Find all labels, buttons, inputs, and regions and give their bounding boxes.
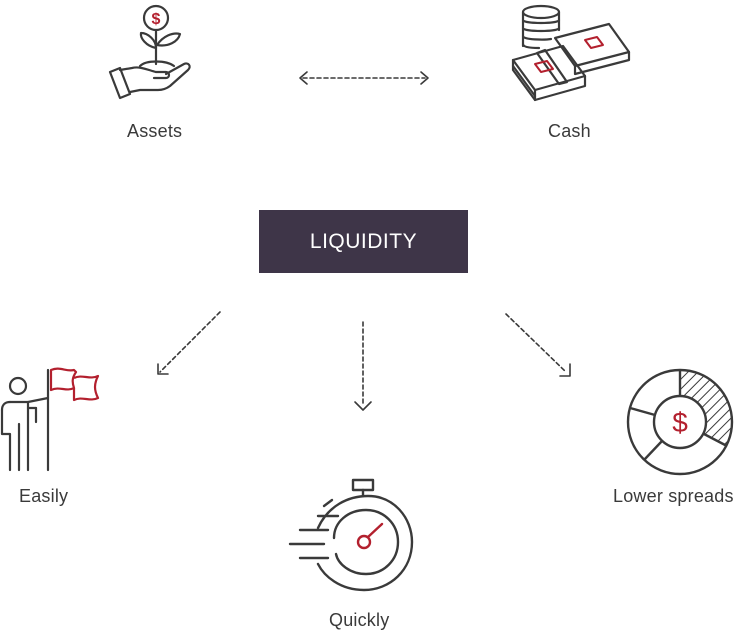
dollar-donut-chart-icon: $: [626, 368, 734, 476]
plant-in-hand-icon: $: [108, 4, 191, 100]
svg-text:$: $: [672, 407, 688, 438]
center-box-liquidity: LIQUIDITY: [259, 210, 468, 273]
bidirectional-arrow: [299, 71, 429, 85]
coins-and-banknotes-icon: [511, 4, 631, 102]
arrow-to-easily: [157, 311, 221, 375]
node-label-assets: Assets: [127, 121, 183, 141]
node-label-cash: Cash: [548, 121, 591, 141]
svg-text:$: $: [152, 11, 161, 28]
node-label-easily: Easily: [19, 486, 69, 506]
center-label: LIQUIDITY: [309, 229, 418, 253]
arrow-to-quickly: [354, 321, 372, 411]
stopwatch-icon: [288, 478, 414, 592]
node-label-quickly: Quickly: [329, 610, 390, 630]
node-label-lower-spreads: Lower spreads: [613, 486, 734, 506]
arrow-to-lower-spreads: [505, 313, 571, 377]
person-with-flag-icon: [0, 367, 100, 472]
